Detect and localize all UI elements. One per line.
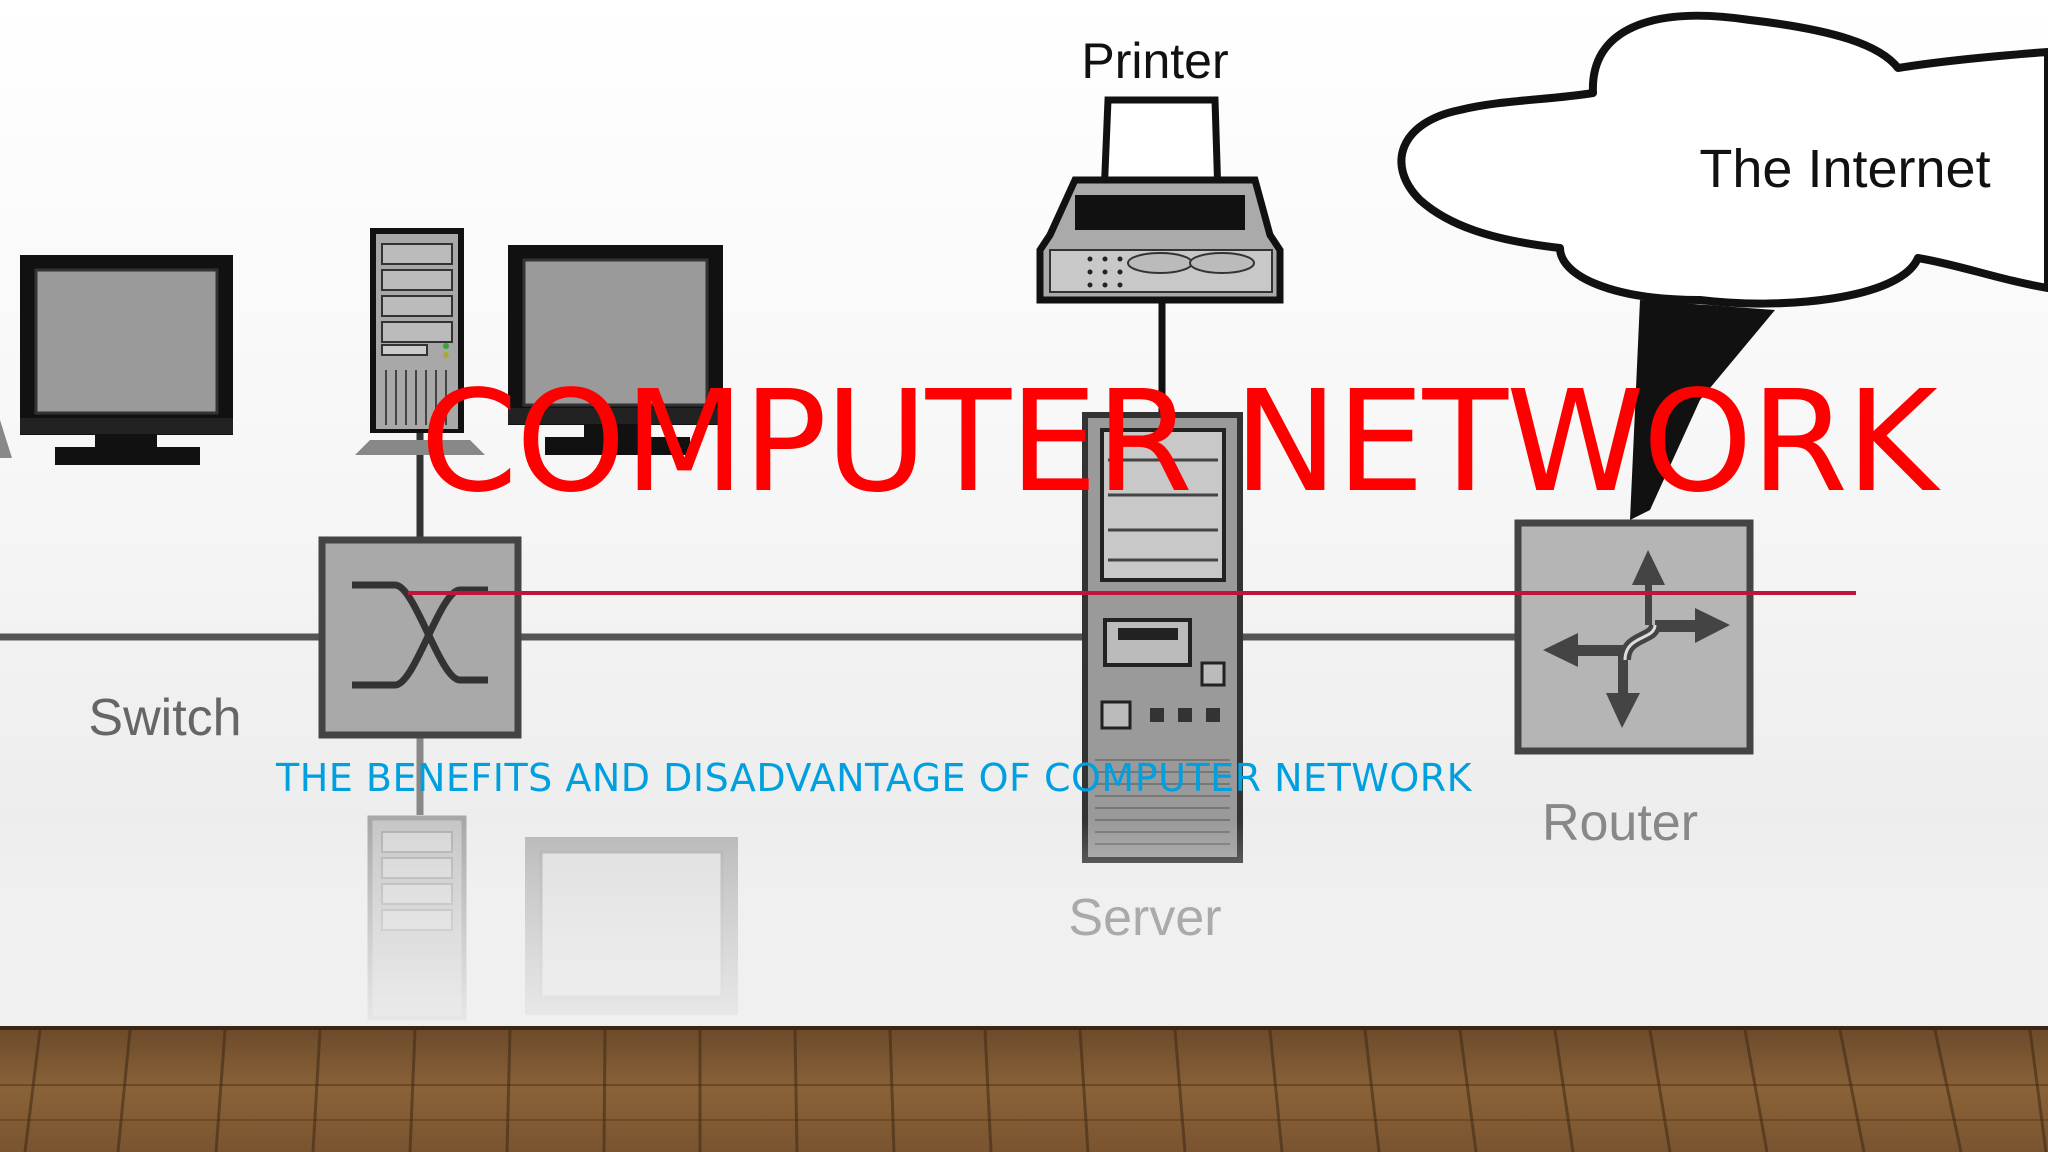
- cloud-icon: [1397, 11, 2048, 520]
- wood-floor: [0, 1026, 2048, 1152]
- switch-icon: [318, 536, 522, 739]
- monitor-icon: [508, 245, 723, 455]
- tower-pc-icon: [355, 228, 485, 455]
- printer-label: Printer: [1081, 33, 1228, 89]
- printer-icon: [1036, 96, 1284, 304]
- internet-label: The Internet: [1699, 139, 1990, 199]
- monitor-icon: [20, 255, 233, 465]
- router-label: Router: [1542, 794, 1698, 852]
- stand-fragment: [0, 420, 12, 458]
- server-icon: [1082, 412, 1243, 863]
- switch-label: Switch: [88, 689, 241, 747]
- router-icon: [1514, 519, 1754, 755]
- title-divider: [408, 591, 1856, 595]
- slide-title: COMPUTER NETWORK: [420, 361, 1938, 524]
- reflection-fade: [0, 820, 2048, 1030]
- slide-subtitle: THE BENEFITS AND DISADVANTAGE OF COMPUTE…: [276, 756, 1473, 800]
- server-label: Server: [1068, 889, 1221, 947]
